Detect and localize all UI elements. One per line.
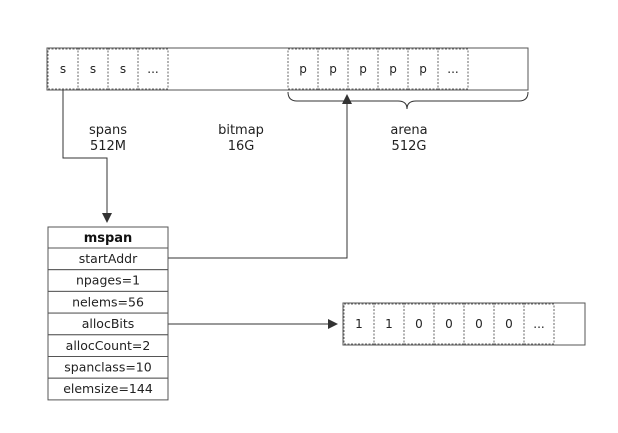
arena-page-cell	[347, 48, 379, 90]
startaddr-to-arena-arrow	[168, 94, 352, 259]
mspan-title: mspan	[84, 231, 133, 246]
span-cell-label: s	[90, 62, 96, 76]
arena-page-cell-label: p	[329, 62, 337, 76]
mspan-field-label: nelems=56	[72, 294, 144, 309]
alloc-bit-cell-label: 0	[445, 317, 453, 331]
arena-label: arena	[390, 123, 427, 138]
mspan-field-label: npages=1	[76, 273, 140, 288]
alloc-bits-outline	[342, 302, 586, 346]
alloc-bit-cell	[523, 303, 555, 345]
arena-page-cell-label: p	[389, 62, 397, 76]
alloc-bit-cell-label: 1	[355, 317, 363, 331]
alloc-bit-cell-label: 1	[385, 317, 393, 331]
memory-strip-outline	[46, 47, 529, 91]
mspan-field-row	[47, 377, 169, 401]
span-cell-label: ...	[147, 62, 158, 76]
alloc-bit-cell	[403, 303, 435, 345]
mspan-field-label: allocBits	[82, 316, 135, 331]
arena-page-cell	[437, 48, 469, 90]
alloc-bit-cell-label: 0	[415, 317, 423, 331]
arena-page-cell-label: ...	[447, 62, 458, 76]
alloc-bit-cell-label: 0	[475, 317, 483, 331]
span-cell-label: s	[60, 62, 66, 76]
span-cell	[137, 48, 169, 90]
arena-size: 512G	[392, 139, 427, 154]
arena-page-cell	[407, 48, 439, 90]
arena-cells: p p p p p...	[287, 48, 469, 90]
span-to-mspan-arrow	[62, 90, 112, 223]
alloc-bits-strip: 1 1 0 0 0 0...	[342, 302, 586, 346]
arena-page-cell-label: p	[419, 62, 427, 76]
alloc-bit-cell-label: ...	[533, 317, 544, 331]
arena-page-cell	[377, 48, 409, 90]
alloc-bits-cells: 1 1 0 0 0 0...	[343, 303, 555, 345]
span-cell-label: s	[120, 62, 126, 76]
arena-page-cell	[317, 48, 349, 90]
mspan-fields: startAddr npages=1 nelems=56 allocBits alloc…	[47, 247, 169, 401]
mspan-field-label: spanclass=10	[64, 360, 151, 375]
arena-page-cell-label: p	[359, 62, 367, 76]
mspan-field-label: startAddr	[79, 251, 138, 266]
span-cell	[47, 48, 79, 90]
spans-size: 512M	[90, 139, 126, 154]
mspan-struct: mspan startAddr npages=1 nelems=56 allocBit…	[47, 226, 169, 401]
span-cells: s s s...	[47, 48, 169, 90]
alloc-bit-cell	[373, 303, 405, 345]
bitmap-size: 16G	[228, 139, 255, 154]
mspan-field-label: allocCount=2	[66, 338, 151, 353]
arena-brace	[287, 91, 529, 110]
span-cell	[77, 48, 109, 90]
arena-page-cell	[287, 48, 319, 90]
arena-page-cell-label: p	[299, 62, 307, 76]
memory-strip: s s s... p p p p p...	[46, 47, 529, 91]
alloc-bit-cell-label: 0	[505, 317, 513, 331]
spans-label: spans	[89, 123, 127, 138]
bitmap-label: bitmap	[218, 123, 264, 138]
mspan-field-label: elemsize=144	[63, 381, 153, 396]
